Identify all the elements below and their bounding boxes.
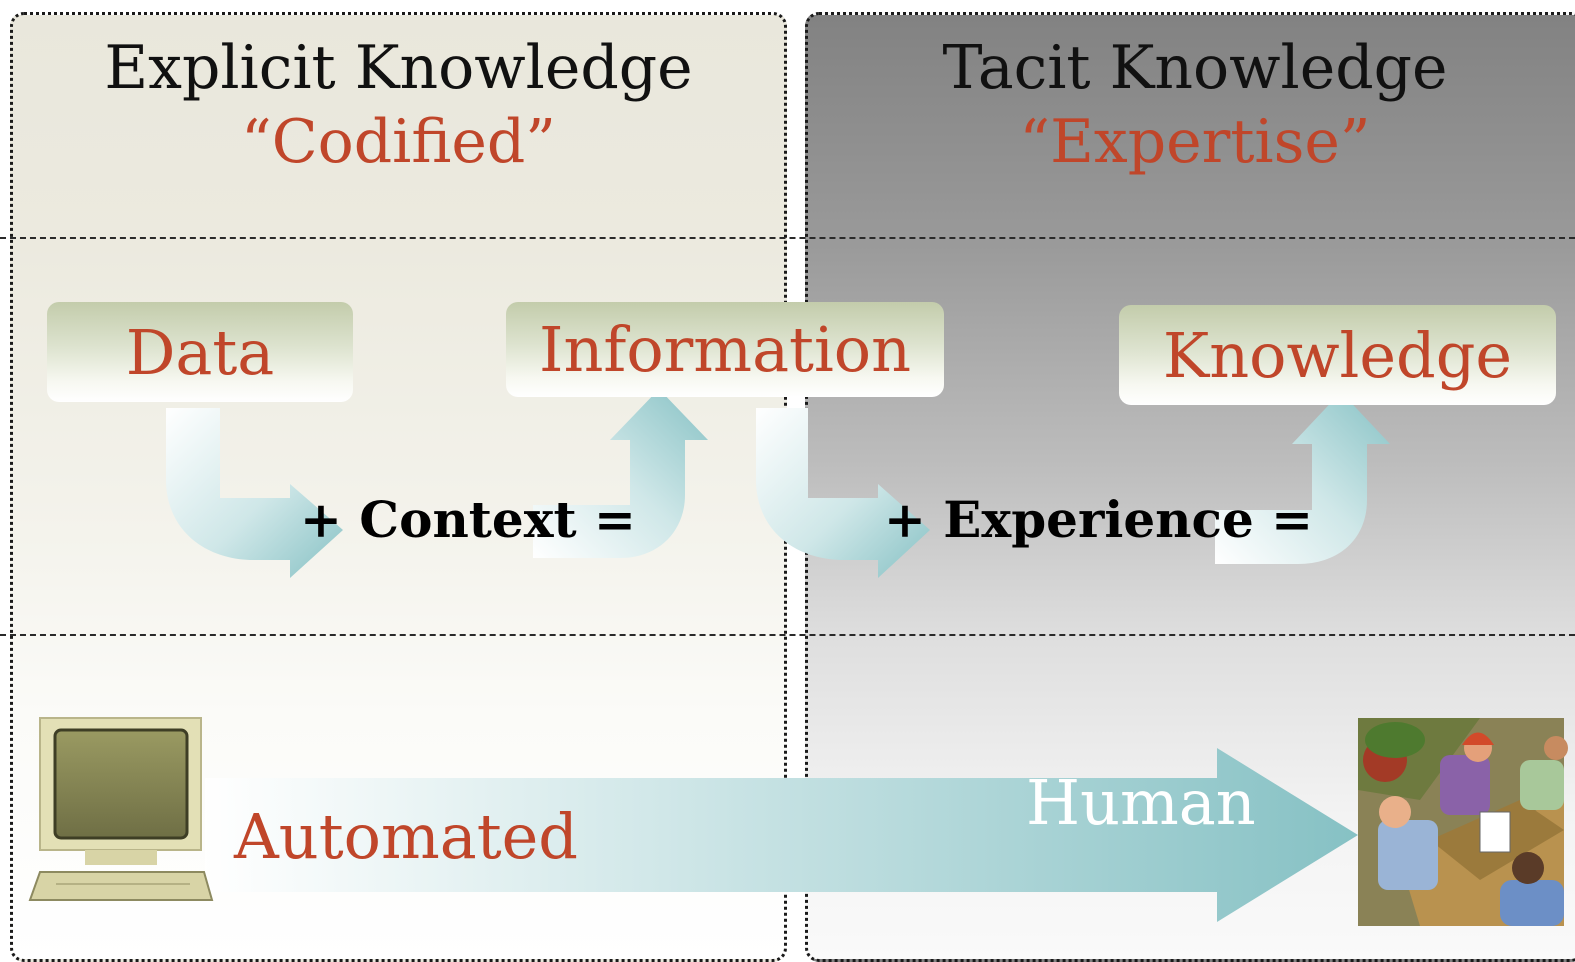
business-meeting-icon (1358, 718, 1568, 926)
data-box: Data (47, 302, 353, 402)
computer-icon (28, 717, 214, 901)
context-operator: + Context = (300, 490, 636, 549)
explicit-knowledge-title: Explicit Knowledge (104, 33, 693, 103)
header-divider (0, 237, 1575, 239)
information-box: Information (506, 302, 944, 397)
data-down-arrow (166, 408, 343, 578)
explicit-knowledge-subtitle: “Codified” (241, 107, 556, 177)
knowledge-up-arrow (1215, 392, 1390, 564)
information-down-arrow (756, 408, 930, 578)
automated-label: Automated (234, 800, 578, 873)
knowledge-box: Knowledge (1119, 305, 1556, 405)
footer-divider (0, 634, 1575, 636)
experience-operator: + Experience = (884, 490, 1314, 549)
tacit-knowledge-subtitle: “Expertise” (1019, 107, 1371, 177)
human-label: Human (1026, 766, 1256, 839)
automation-spectrum-arrow (205, 748, 1358, 922)
tacit-knowledge-title: Tacit Knowledge (942, 33, 1448, 103)
information-up-arrow (533, 389, 708, 558)
